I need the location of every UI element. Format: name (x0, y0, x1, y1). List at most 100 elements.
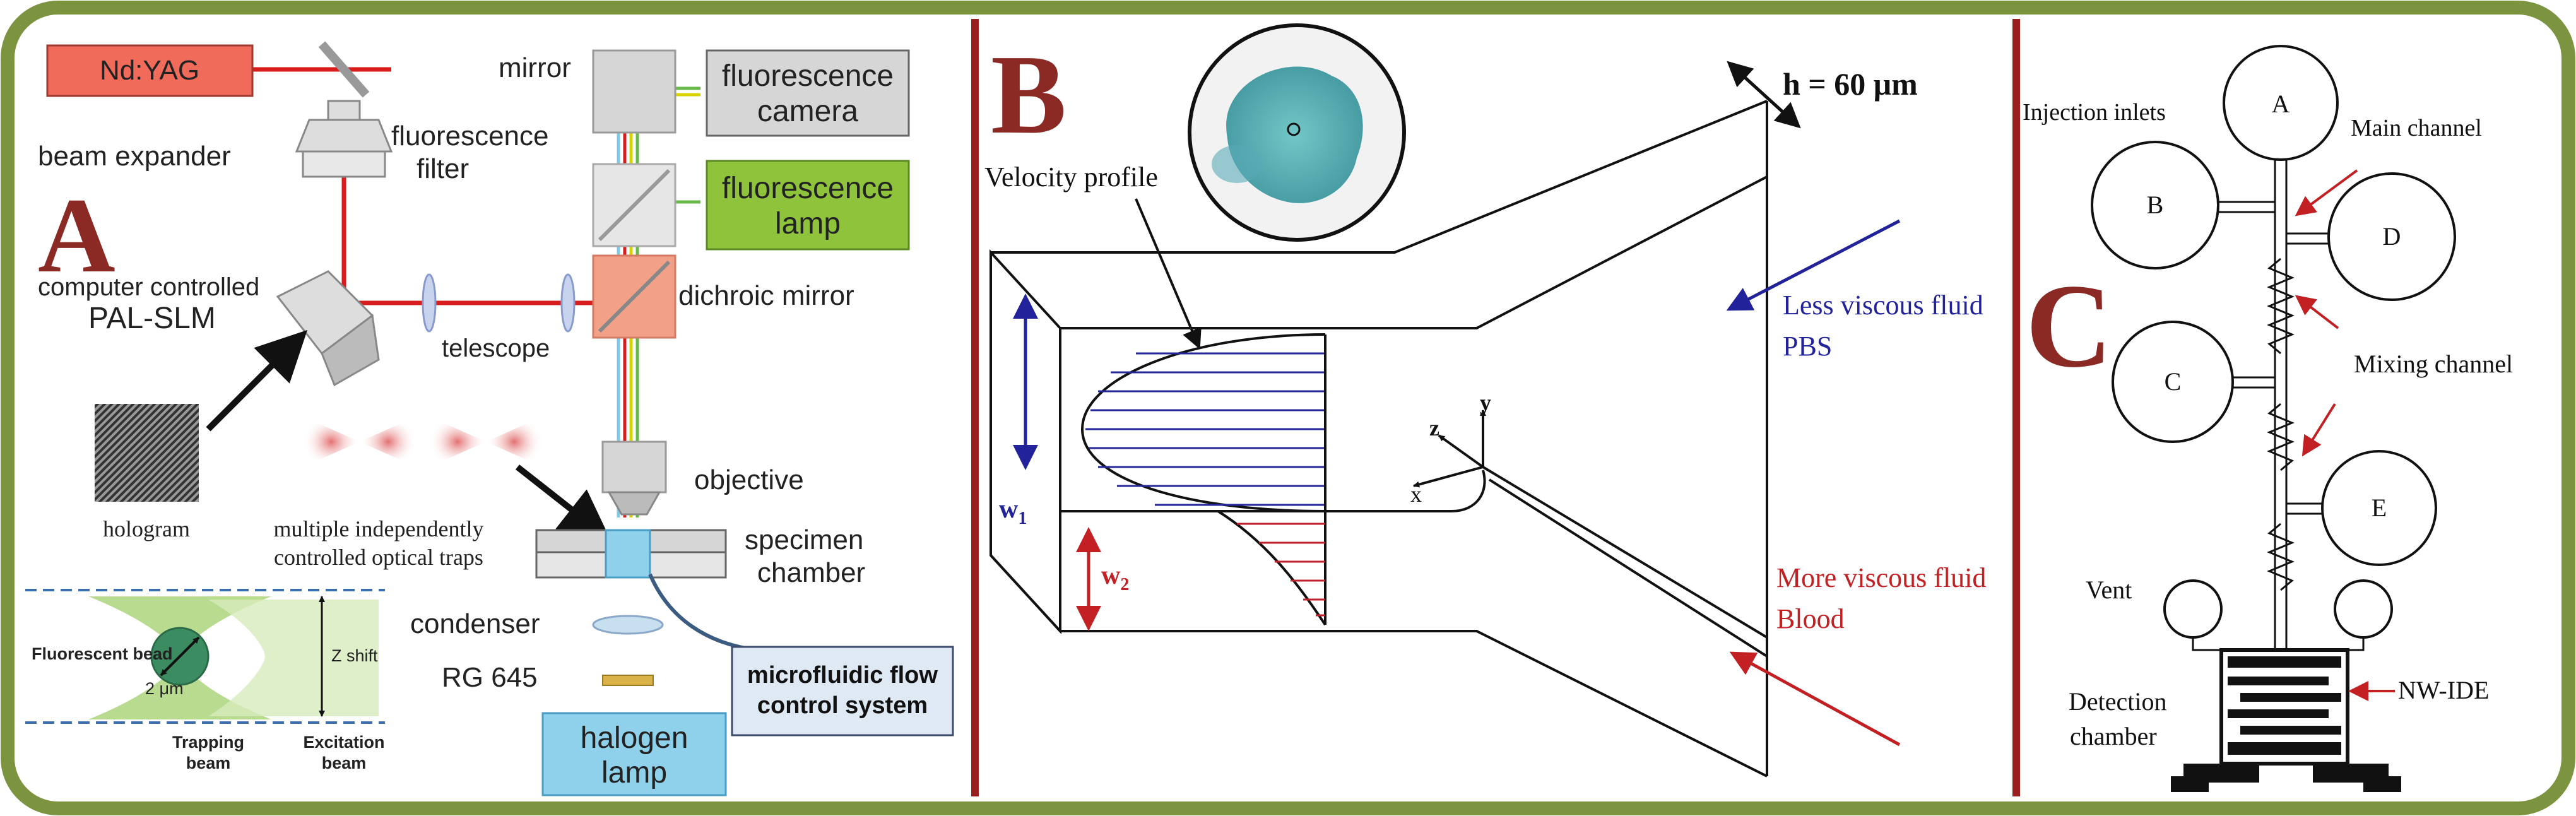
xyz-axes (1413, 410, 1486, 488)
camera-label-1: fluorescence (722, 59, 894, 93)
velocity-profile-pointer (1135, 198, 1202, 350)
inlet-a (2223, 45, 2339, 161)
objective-tip (607, 491, 661, 516)
panel-c: C A B D C E (2023, 45, 2513, 792)
panel-a: Nd:YAG fluorescence filter beam expander… (25, 41, 954, 796)
laser-beam-2 (341, 145, 631, 305)
detection-chamber (2171, 648, 2401, 792)
velocity-profile-red (1237, 523, 1325, 617)
fluorescence-camera (706, 49, 910, 137)
condenser-lens (592, 615, 664, 635)
inlet-b-label: B (2147, 191, 2164, 219)
blood-cell-image (1188, 23, 1406, 242)
mixing-zigzag-1 (2267, 257, 2295, 355)
panel-a-letter: A (38, 176, 115, 295)
beam-expander (295, 100, 393, 178)
inlet-e (2321, 450, 2437, 566)
detection-label-2: chamber (2070, 722, 2157, 750)
telescope-lens-2 (560, 273, 576, 333)
fluorescence-filter-label-2: filter (417, 153, 469, 184)
traps-label-2: controlled optical traps (274, 545, 483, 570)
hologram-label: hologram (103, 516, 190, 541)
filter-cube-mirror (598, 169, 671, 242)
rg645-filter (602, 675, 654, 686)
objective (601, 441, 667, 494)
specimen-fluid (605, 529, 651, 579)
main-channel-label: Main channel (2351, 115, 2482, 141)
mixing-zigzag-2 (2267, 403, 2295, 471)
excitation-beam-label-2: beam (322, 754, 367, 772)
fluorescence-lamp (706, 160, 910, 251)
injection-inlets-label: Injection inlets (2023, 99, 2166, 126)
w2-label: w2 (1101, 561, 1129, 594)
mixing-arrow-1 (2295, 295, 2339, 329)
main-channel-arrow (2295, 169, 2358, 216)
more-viscous-arrow (1729, 651, 1901, 747)
flow-control-label-1: microfluidic flow (747, 662, 938, 689)
z-shift-label: Z shift (331, 646, 378, 665)
w1-label: w1 (999, 495, 1027, 528)
axis-x-label: x (1410, 482, 1422, 507)
telescope-lens-1 (422, 273, 437, 333)
nw-ide-label: NW-IDE (2398, 676, 2489, 704)
mixing-zigzag-3 (2267, 523, 2295, 591)
panel-b-letter: B (991, 32, 1066, 157)
trapping-beam-label-2: beam (186, 754, 231, 772)
fluorescence-filter-label-1: fluorescence (391, 121, 548, 151)
panel-b: B (984, 23, 1986, 778)
velocity-profile-blue (1085, 352, 1325, 506)
more-viscous-label-1: More viscous fluid (1776, 562, 1986, 593)
fluorescent-bead-label: Fluorescent bead (32, 644, 173, 663)
vent-left (2163, 579, 2223, 639)
bead-size-label: 2 μm (145, 679, 184, 698)
lamp-label-2: lamp (775, 207, 841, 240)
lamp-label-1: fluorescence (722, 172, 894, 205)
inlet-d (2327, 172, 2456, 301)
height-label: h = 60 μm (1783, 66, 1918, 102)
more-viscous-label-2: Blood (1776, 603, 1845, 634)
halogen-lamp (541, 712, 727, 796)
flow-control-label-2: control system (757, 692, 928, 719)
halogen-label-1: halogen (581, 721, 688, 755)
hologram-arrow (206, 329, 308, 432)
specimen-label-2: chamber (757, 557, 865, 588)
laser-mirror (318, 41, 370, 98)
velocity-profile-red-curve (1217, 510, 1326, 626)
traps-label-1: multiple independently (274, 516, 484, 541)
less-viscous-label-1: Less viscous fluid (1783, 290, 1983, 321)
nd-yag-laser (46, 44, 254, 97)
top-mirror (592, 49, 676, 134)
camera-label-2: camera (757, 95, 858, 128)
axis-z-label: z (1429, 415, 1439, 441)
inlet-c (2112, 321, 2234, 443)
specimen-label-1: specimen (745, 524, 863, 555)
inlet-c-label: C (2165, 367, 2182, 396)
detection-label-1: Detection (2069, 687, 2167, 716)
dichroic-mirror-label: dichroic mirror (678, 280, 854, 311)
velocity-profile-label: Velocity profile (984, 162, 1158, 192)
halogen-label-2: lamp (601, 756, 667, 789)
telescope-label: telescope (442, 334, 550, 362)
slm-label-1: computer controlled (38, 273, 259, 301)
condenser-label: condenser (410, 608, 540, 639)
flow-tube (648, 573, 758, 652)
excitation-beam-label-1: Excitation (303, 733, 384, 752)
vent-right (2334, 579, 2393, 639)
height-arrow-2 (1727, 61, 1800, 127)
hologram-image (95, 404, 199, 502)
inlet-b (2091, 141, 2219, 269)
dichroic-mirror-plate (598, 260, 671, 333)
velocity-profile-curve (1080, 333, 1326, 512)
nd-yag-label: Nd:YAG (100, 55, 199, 86)
less-viscous-label-2: PBS (1783, 331, 1832, 362)
vent-label: Vent (2086, 576, 2132, 604)
optical-traps (303, 417, 543, 467)
trap-inset (25, 589, 385, 724)
panel-c-letter: C (2026, 260, 2112, 393)
inlet-e-label: E (2372, 494, 2387, 522)
mixing-arrow-2 (2301, 403, 2336, 457)
mixing-channel-label: Mixing channel (2354, 350, 2513, 378)
objective-label: objective (694, 464, 804, 495)
